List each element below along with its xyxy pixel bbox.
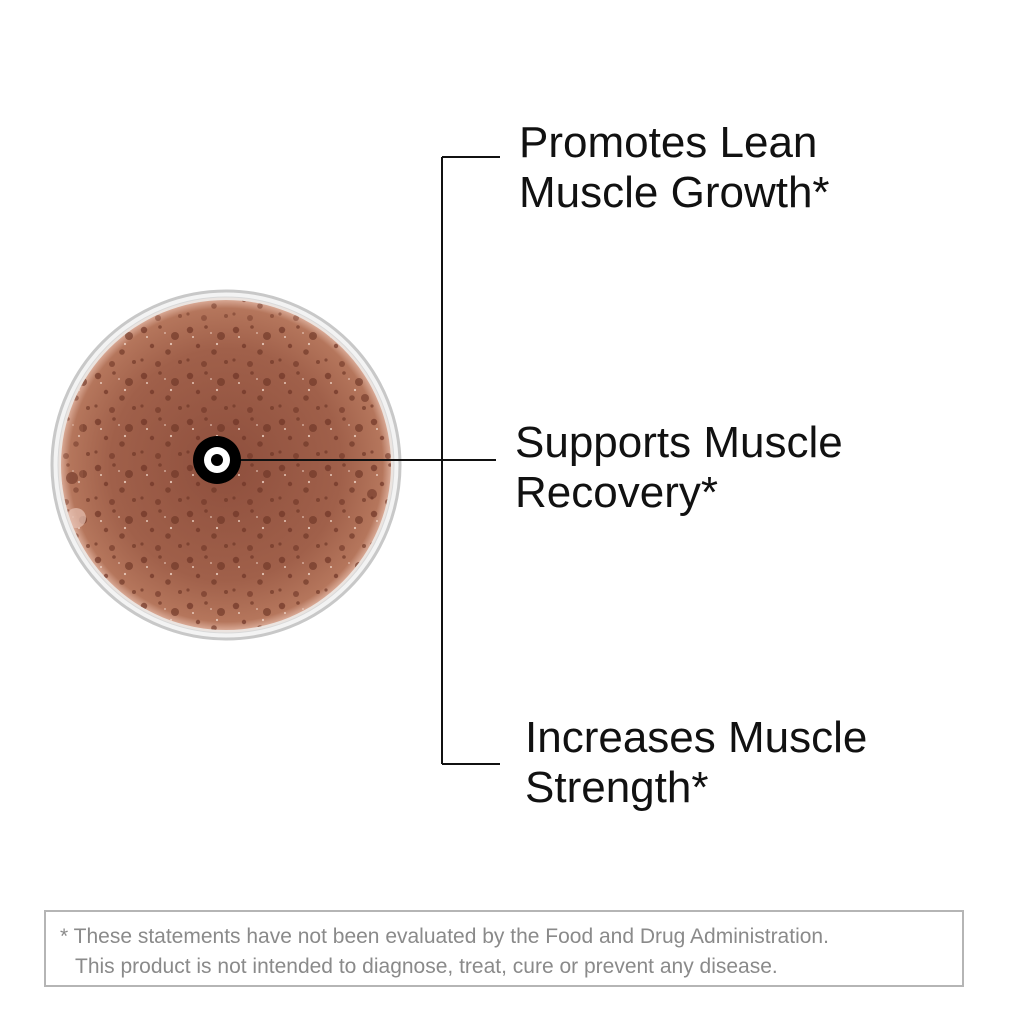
target-ring-icon <box>193 436 241 484</box>
benefit-muscle-recovery: Supports Muscle Recovery* <box>515 418 843 518</box>
benefit-line: Recovery* <box>515 468 718 517</box>
disclaimer-line: * These statements have not been evaluat… <box>60 925 829 948</box>
benefit-line: Muscle Growth* <box>519 168 830 217</box>
benefit-muscle-strength: Increases Muscle Strength* <box>525 713 867 813</box>
benefit-line: Strength* <box>525 763 709 812</box>
benefit-line: Promotes Lean <box>519 118 818 167</box>
fda-disclaimer-box: * These statements have not been evaluat… <box>44 910 964 987</box>
benefit-line: Supports Muscle <box>515 418 843 467</box>
connector-lines <box>238 156 500 765</box>
benefit-lean-muscle-growth: Promotes Lean Muscle Growth* <box>519 118 830 218</box>
disclaimer-line: This product is not intended to diagnose… <box>75 955 778 978</box>
benefit-line: Increases Muscle <box>525 713 868 762</box>
